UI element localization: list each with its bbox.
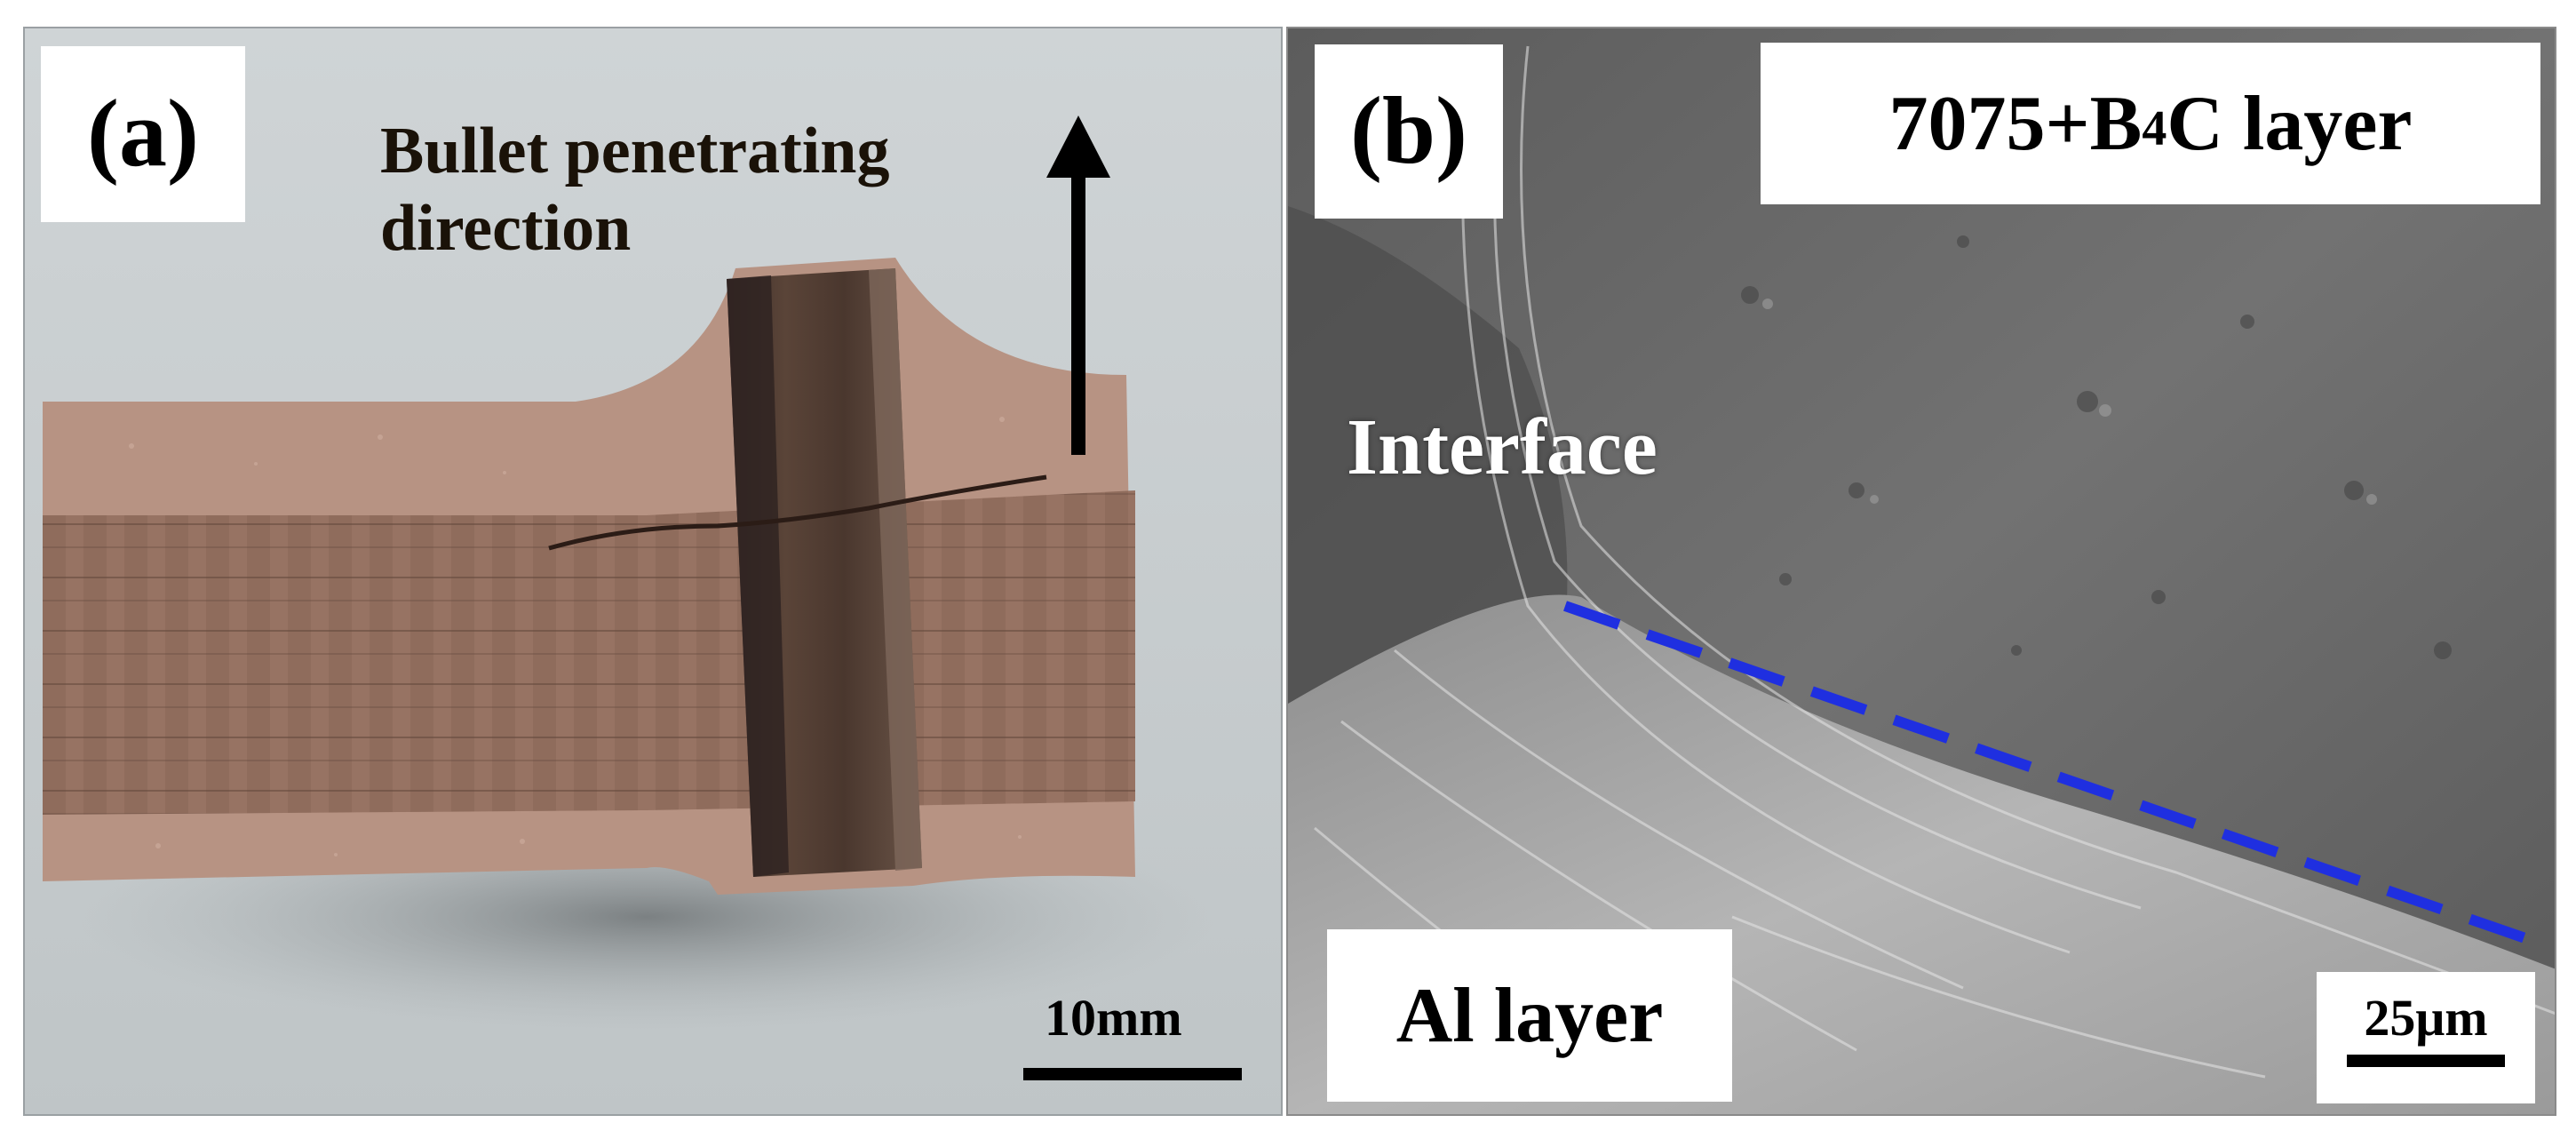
bullet-direction-line1: Bullet penetrating <box>380 115 890 187</box>
bottom-layer-label: Al layer <box>1327 929 1732 1102</box>
panel-letter-b: (b) <box>1315 44 1503 219</box>
scale-label-a: 10mm <box>1045 989 1182 1047</box>
interface-label: Interface <box>1347 403 1658 491</box>
crack <box>548 474 1047 551</box>
panel-letter-a: (a) <box>41 46 245 222</box>
top-layer-main: 7075+B <box>1888 80 2143 167</box>
panel-a: (a) Bullet penetrating direction 10mm <box>23 27 1283 1116</box>
top-layer-sub: 4 <box>2142 101 2167 156</box>
top-layer-rest: C layer <box>2167 80 2413 167</box>
bullet-direction-label: Bullet penetrating direction <box>380 113 889 268</box>
scale-label-b: 25μm <box>2364 989 2488 1047</box>
bullet-direction-line2: direction <box>380 192 632 266</box>
scale-bar-b <box>2347 1055 2505 1067</box>
scale-box-b: 25μm <box>2317 972 2535 1103</box>
scale-bar-a <box>1023 1068 1242 1080</box>
